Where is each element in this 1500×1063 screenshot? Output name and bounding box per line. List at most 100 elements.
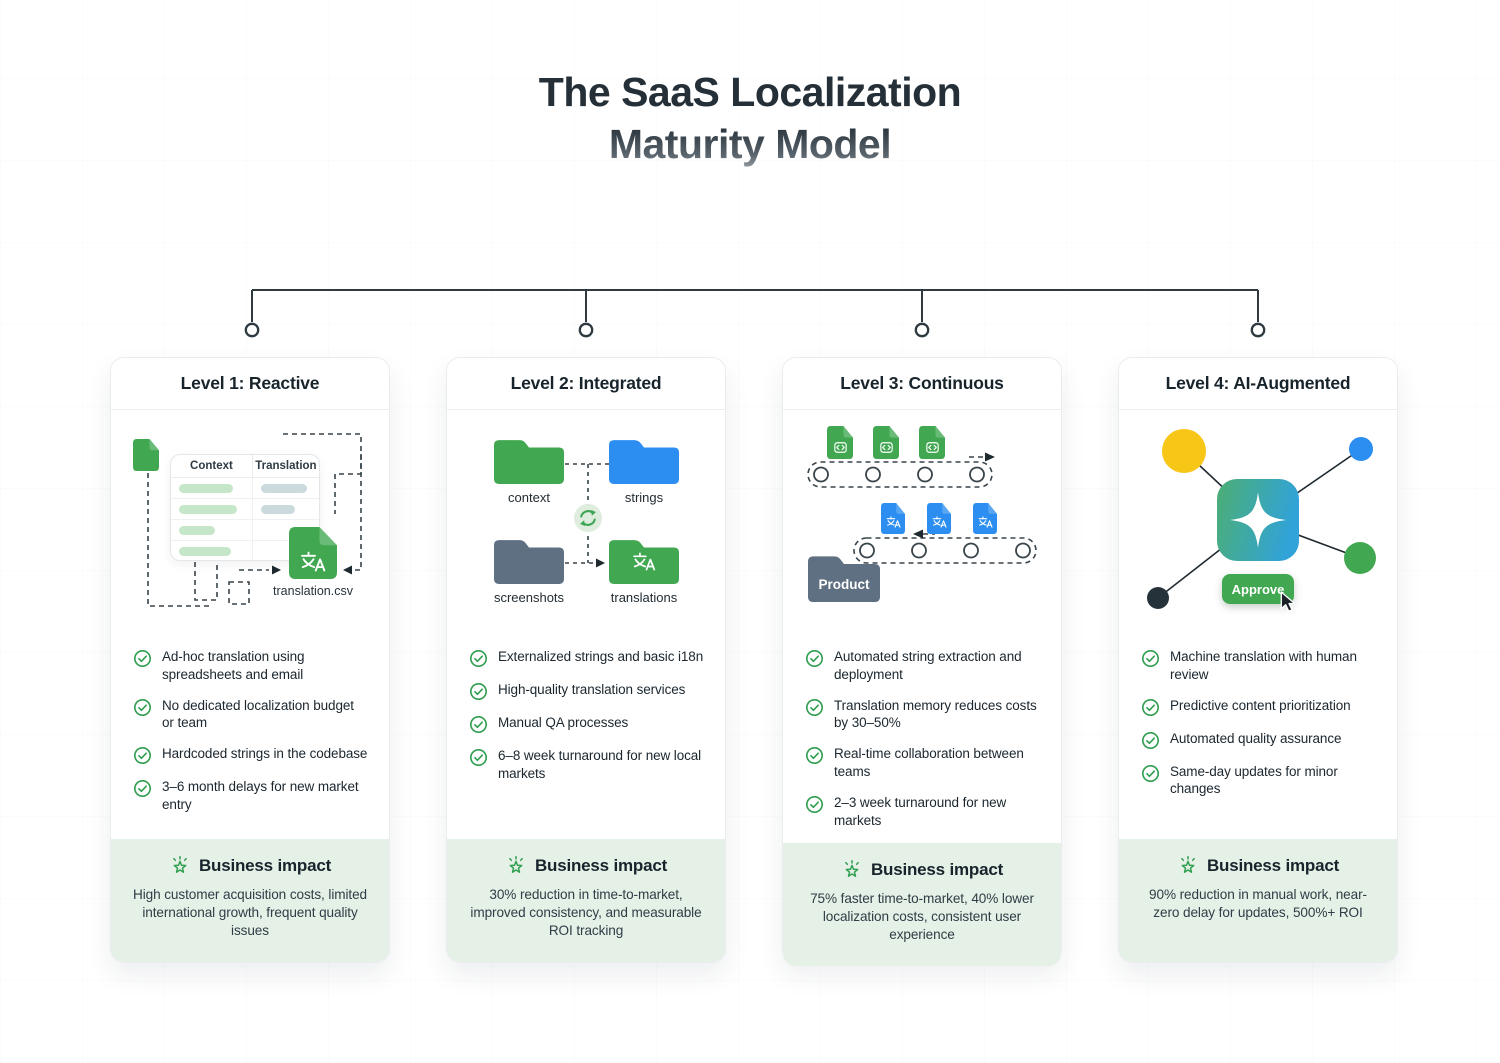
check-icon <box>469 748 488 767</box>
checklist-item-text: No dedicated localization budget or team <box>162 697 354 731</box>
approve-button-label: Approve <box>1231 581 1285 597</box>
translate-icon <box>932 516 947 528</box>
strings-folder-icon <box>609 436 679 484</box>
business-impact-heading: Business impact <box>198 856 332 875</box>
sparkle-icon <box>1230 492 1286 548</box>
business-impact-text: 75% faster time-to-market, 40% lower loc… <box>810 890 1034 942</box>
table-row <box>171 478 319 499</box>
check-icon <box>133 746 152 765</box>
level4-illustration: Approve <box>1119 410 1397 638</box>
checklist-item-text: High-quality translation services <box>498 682 686 697</box>
level3-illustration: Product <box>783 410 1061 638</box>
checklist-item: Same-day updates for minor changes <box>1141 763 1377 799</box>
checklist-item-text: Externalized strings and basic i18n <box>498 649 704 664</box>
check-icon <box>1141 764 1160 783</box>
starburst-icon <box>505 855 527 877</box>
checklist: Automated string extraction and deployme… <box>783 648 1061 843</box>
card-level-3: Level 3: Continuous <box>782 357 1062 966</box>
check-icon <box>469 649 488 668</box>
checklist-item-text: Translation memory reduces costs by 30–5… <box>834 697 1037 731</box>
conveyor-pipelines <box>807 452 1037 564</box>
check-icon <box>133 649 152 668</box>
business-impact-text: 90% reduction in manual work, near-zero … <box>1149 887 1367 921</box>
checklist-item-text: Ad-hoc translation using spreadsheets an… <box>162 649 305 682</box>
card-level-4-title: Level 4: AI-Augmented <box>1119 358 1397 410</box>
checklist-item: Ad-hoc translation using spreadsheets an… <box>133 648 369 684</box>
check-icon <box>1141 698 1160 717</box>
checklist-item-text: Predictive content prioritization <box>1170 697 1351 713</box>
starburst-icon <box>1177 855 1199 877</box>
checklist-item: Machine translation with human review <box>1141 648 1377 684</box>
check-icon <box>805 746 824 765</box>
table-row <box>171 541 319 560</box>
checklist: Ad-hoc translation using spreadsheets an… <box>111 648 389 827</box>
card-level-1: Level 1: Reactive Context Translatio <box>110 357 390 963</box>
page-title-line1: The SaaS Localization <box>538 69 962 115</box>
hierarchy-connector <box>244 289 1266 338</box>
checklist-item: Predictive content prioritization <box>1141 697 1377 717</box>
blue-node <box>1349 437 1373 461</box>
page-title-line2: Maturity Model <box>0 118 1500 170</box>
checklist-item-text: Same-day updates for minor changes <box>1170 763 1338 797</box>
ai-network-graphic <box>1147 429 1376 609</box>
checklist-item-text: Automated string extraction and deployme… <box>834 649 1022 682</box>
checklist-item-text: Hardcoded strings in the codebase <box>162 746 368 762</box>
table-header-context: Context <box>190 460 233 472</box>
business-impact-panel: Business impact 75% faster time-to-marke… <box>783 842 1061 966</box>
check-icon <box>133 698 152 717</box>
document-file-icon <box>133 439 159 471</box>
checklist-item: Real-time collaboration between teams <box>805 745 1041 781</box>
folder-label-strings: strings <box>624 490 664 505</box>
business-impact-text: High customer acquisition costs, limited… <box>133 887 367 939</box>
translate-icon <box>978 516 993 528</box>
card-level-3-title: Level 3: Continuous <box>783 358 1061 410</box>
check-icon <box>1141 649 1160 668</box>
checklist-item-text: Manual QA processes <box>498 715 629 730</box>
dashed-flow-lines <box>147 433 362 607</box>
page-title: The SaaS Localization Maturity Model <box>0 66 1500 171</box>
card-level-4: Level 4: AI-Augmented <box>1118 357 1398 963</box>
translation-file-label: translation.csv <box>273 584 353 598</box>
translate-icon <box>300 551 326 572</box>
checklist-item: Automated string extraction and deployme… <box>805 648 1041 684</box>
checklist-item: 2–3 week turnaround for new markets <box>805 794 1041 830</box>
sync-icon <box>573 503 603 533</box>
folder-label-context: context <box>508 490 550 505</box>
checklist-item: Hardcoded strings in the codebase <box>133 745 369 765</box>
check-icon <box>805 649 824 668</box>
level1-illustration: Context Translation translation.csv <box>111 410 389 638</box>
check-icon <box>469 682 488 701</box>
cursor-icon <box>1280 591 1296 612</box>
checklist-item: No dedicated localization budget or team <box>133 697 369 733</box>
code-icon <box>926 442 939 453</box>
card-level-2: Level 2: Integrated context strings scre… <box>446 357 726 963</box>
folder-label-screenshots: screenshots <box>493 590 565 605</box>
checklist-item: Manual QA processes <box>469 714 705 734</box>
product-folder-label: Product <box>818 577 870 592</box>
checklist-item: High-quality translation services <box>469 681 705 701</box>
code-icon <box>880 442 893 453</box>
check-icon <box>805 698 824 717</box>
checklist-item: Automated quality assurance <box>1141 730 1377 750</box>
check-icon <box>1141 731 1160 750</box>
checklist-item-text: Automated quality assurance <box>1170 730 1342 746</box>
card-level-2-title: Level 2: Integrated <box>447 358 725 410</box>
starburst-icon <box>841 859 863 881</box>
checklist-item-text: 2–3 week turnaround for new markets <box>834 794 1007 828</box>
business-impact-heading: Business impact <box>1206 856 1340 875</box>
checklist-item: 3–6 month delays for new market entry <box>133 778 369 814</box>
business-impact-heading: Business impact <box>870 859 1004 879</box>
green-node <box>1344 542 1376 574</box>
approve-button[interactable]: Approve <box>1222 574 1294 604</box>
checklist-item: Translation memory reduces costs by 30–5… <box>805 697 1041 733</box>
check-icon <box>469 715 488 734</box>
folder-label-translations: translations <box>610 590 678 605</box>
checklist: Externalized strings and basic i18n High… <box>447 648 725 796</box>
translate-icon <box>632 552 656 571</box>
business-impact-panel: Business impact 30% reduction in time-to… <box>447 839 725 962</box>
translate-icon <box>886 516 901 528</box>
yellow-node <box>1162 429 1206 473</box>
business-impact-panel: Business impact High customer acquisitio… <box>111 839 389 962</box>
table-row <box>171 499 319 520</box>
